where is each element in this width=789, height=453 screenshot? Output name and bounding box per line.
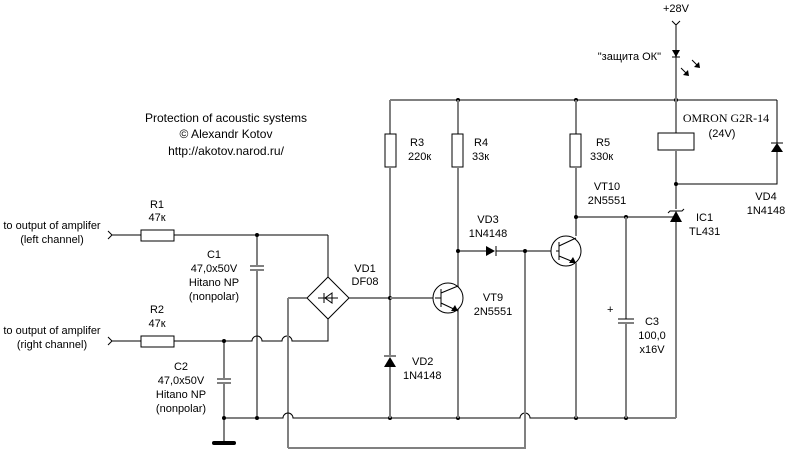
r2-value: 47к xyxy=(148,318,165,330)
c3-polarity: + xyxy=(607,304,613,316)
diode-vd3 xyxy=(486,246,495,256)
vd4-value: 1N4148 xyxy=(747,205,786,217)
c1-ref: C1 xyxy=(207,249,221,261)
vt9-ref: VT9 xyxy=(483,292,503,304)
supply-label: +28V xyxy=(663,3,690,15)
input-right-label-2: (right channel) xyxy=(17,339,87,351)
c3-voltage: x16V xyxy=(639,344,665,356)
ic1-value: TL431 xyxy=(689,226,720,238)
ic1-ref: IC1 xyxy=(696,212,713,224)
resistor-r3 xyxy=(384,133,397,168)
input-left-label-1: to output of amplifer xyxy=(3,220,101,232)
resistor-r5 xyxy=(569,133,582,168)
c1-value: 47,0x50V xyxy=(191,263,238,275)
title-line3: http://akotov.narod.ru/ xyxy=(168,144,285,158)
ic1-tl431 xyxy=(670,211,682,222)
c2-value: 47,0x50V xyxy=(158,375,205,387)
r5-value: 330к xyxy=(590,151,613,163)
input-left-label-2: (left channel) xyxy=(20,234,84,246)
input-right-terminal xyxy=(107,336,113,346)
c2-type: Hitano NP xyxy=(156,389,206,401)
vd2-ref: VD2 xyxy=(412,356,433,368)
vd4-ref: VD4 xyxy=(755,191,776,203)
title-line1: Protection of acoustic systems xyxy=(145,111,307,125)
r3-value: 220к xyxy=(408,151,431,163)
c2-ref: C2 xyxy=(174,361,188,373)
relay-value: (24V) xyxy=(709,128,736,140)
led-label: "защита ОК" xyxy=(598,51,661,63)
r4-value: 33к xyxy=(472,151,489,163)
supply-terminal xyxy=(671,20,681,26)
c3-value: 100,0 xyxy=(638,330,666,342)
title-line2: © Alexandr Kotov xyxy=(180,127,273,141)
resistor-r4 xyxy=(451,133,464,168)
vd1-ref: VD1 xyxy=(354,263,375,275)
c1-type: Hitano NP xyxy=(189,277,239,289)
input-right-label-1: to output of amplifer xyxy=(3,325,101,337)
c2-note: (nonpolar) xyxy=(156,403,206,415)
vd3-value: 1N4148 xyxy=(469,228,508,240)
r5-ref: R5 xyxy=(596,137,610,149)
vd3-ref: VD3 xyxy=(477,214,498,226)
r4-ref: R4 xyxy=(474,137,488,149)
c3-ref: C3 xyxy=(645,316,659,328)
relay-ref: OMRON G2R-14 xyxy=(683,111,769,125)
vt9-value: 2N5551 xyxy=(474,306,513,318)
diode-vd4 xyxy=(771,143,783,152)
resistor-r2 xyxy=(140,335,175,348)
relay-coil xyxy=(657,132,695,151)
resistor-r1 xyxy=(140,229,175,242)
r3-ref: R3 xyxy=(410,137,424,149)
vt10-value: 2N5551 xyxy=(588,195,627,207)
diode-vd2 xyxy=(384,357,396,367)
transistor-vt10 xyxy=(550,235,582,267)
led-protection-ok xyxy=(672,50,680,57)
r1-ref: R1 xyxy=(150,199,164,211)
vt10-ref: VT10 xyxy=(594,181,620,193)
input-left-terminal xyxy=(107,230,113,240)
r2-ref: R2 xyxy=(150,304,164,316)
vd2-value: 1N4148 xyxy=(403,370,442,382)
vd1-value: DF08 xyxy=(352,276,379,288)
r1-value: 47к xyxy=(148,212,165,224)
c1-note: (nonpolar) xyxy=(189,291,239,303)
